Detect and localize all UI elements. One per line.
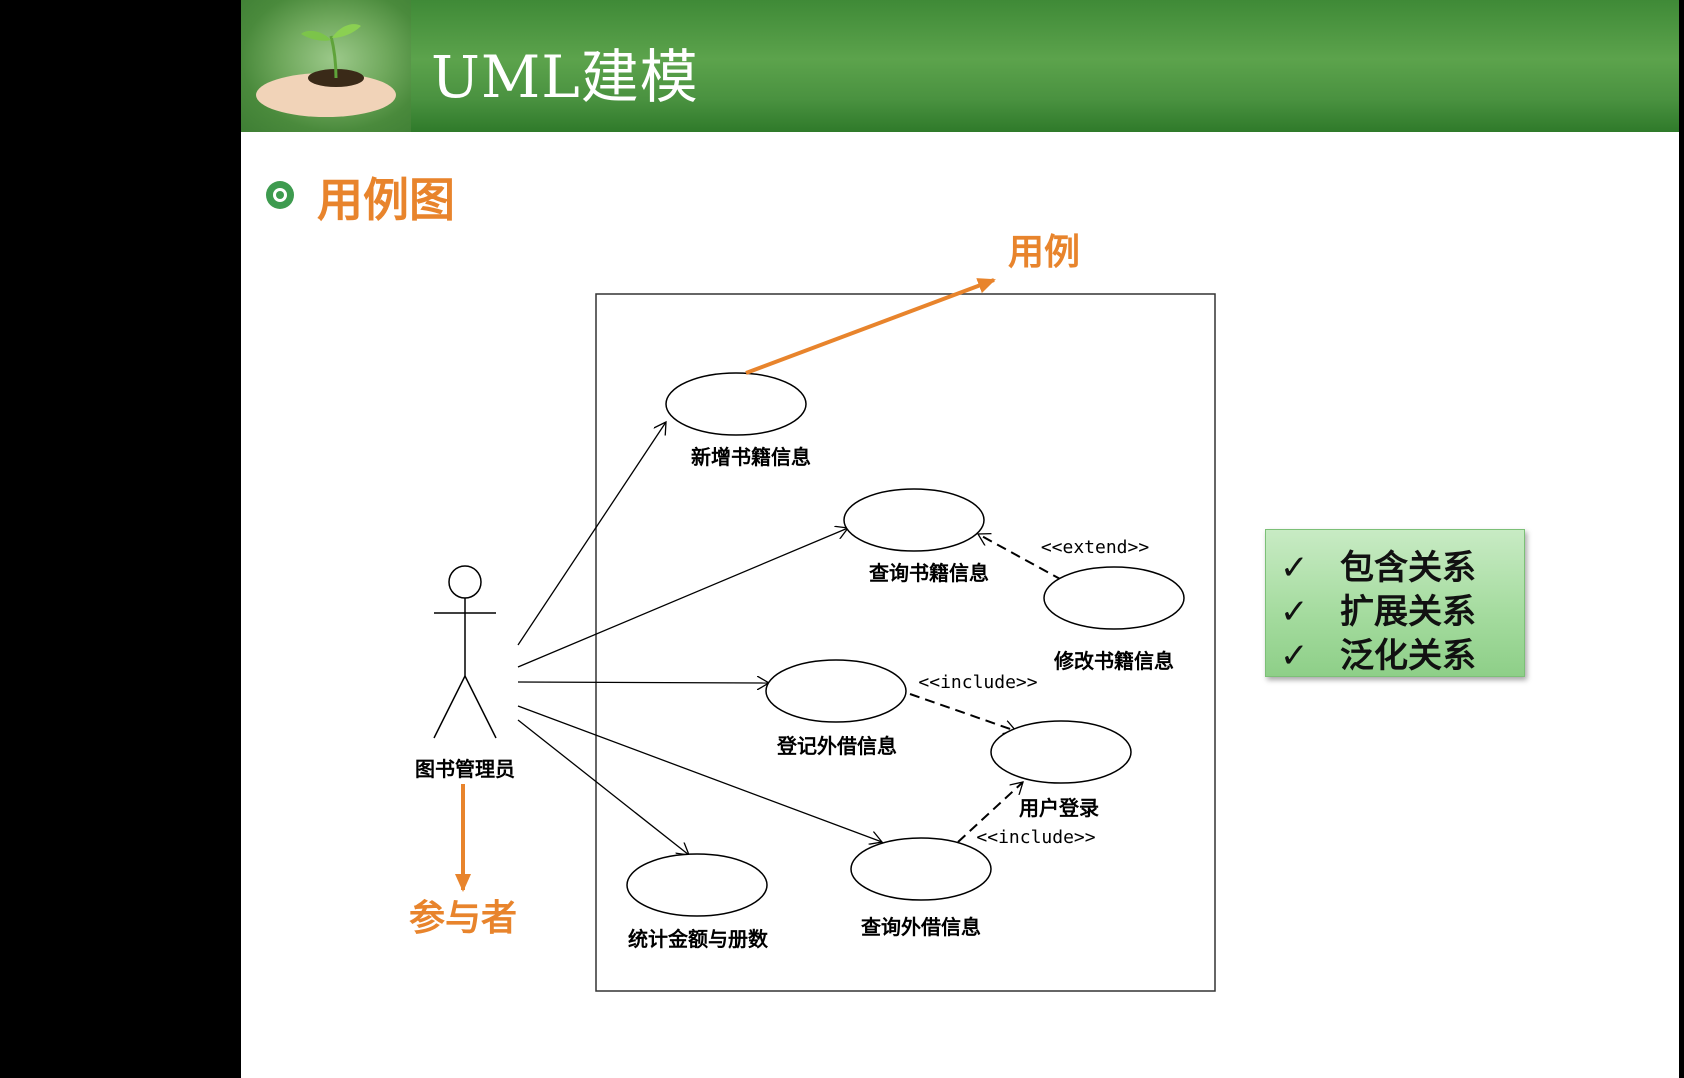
include-stereotype-1: <<include>> (918, 672, 1037, 693)
use-case-register (766, 660, 906, 722)
assoc-stats (518, 720, 689, 855)
include-arrow-1 (910, 694, 1016, 731)
use-case-query-label: 查询书籍信息 (869, 561, 989, 585)
actor-figure (434, 566, 496, 738)
use-case-modify (1044, 567, 1184, 629)
use-case-login (991, 721, 1131, 783)
assoc-add (518, 422, 666, 645)
relations-box: ✓包含关系 ✓扩展关系 ✓泛化关系 (1265, 529, 1525, 677)
check-icon: ✓ (1280, 592, 1340, 632)
slide: UML建模 用例图 图书管理员 (241, 0, 1679, 1078)
use-case-login-label: 用户登录 (1019, 796, 1099, 820)
check-icon: ✓ (1280, 548, 1340, 588)
actor-label: 图书管理员 (415, 757, 515, 781)
relation-extend: ✓扩展关系 (1280, 584, 1476, 628)
relation-include: ✓包含关系 (1280, 540, 1476, 584)
actor-annotation: 参与者 (409, 898, 517, 939)
use-case-modify-label: 修改书籍信息 (1053, 649, 1174, 673)
include-stereotype-2: <<include>> (976, 827, 1095, 848)
use-case-register-label: 登记外借信息 (776, 734, 897, 758)
use-case-query-loan-label: 查询外借信息 (861, 915, 981, 939)
use-case-stats-label: 统计金额与册数 (628, 927, 769, 951)
extend-stereotype: <<extend>> (1041, 537, 1150, 558)
relation-generalize-label: 泛化关系 (1340, 636, 1476, 676)
relation-extend-label: 扩展关系 (1340, 592, 1476, 632)
use-case-stats (627, 854, 767, 916)
check-icon: ✓ (1280, 636, 1340, 676)
relation-generalize: ✓泛化关系 (1280, 628, 1476, 672)
use-case-add-label: 新增书籍信息 (691, 445, 811, 469)
use-case-query (844, 489, 984, 551)
assoc-query-loan (518, 706, 882, 842)
assoc-query (518, 528, 848, 667)
assoc-register (518, 682, 769, 683)
use-case-add (666, 373, 806, 435)
use-case-query-loan (851, 838, 991, 900)
relation-include-label: 包含关系 (1340, 548, 1476, 588)
use-case-annotation: 用例 (1008, 232, 1080, 273)
